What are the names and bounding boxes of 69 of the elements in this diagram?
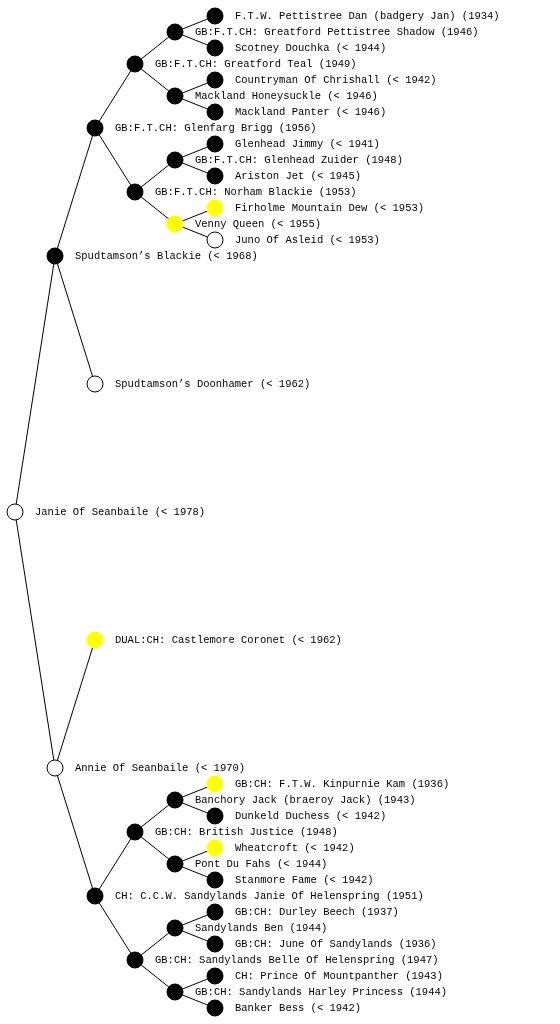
dog-name: Juno Of Asleid (< 1953) [235,234,380,246]
dog-name: F.T.W. Pettistree Dan (badgery Jan) (1934) [235,10,500,22]
dog-name: Wheatcroft (< 1942) [235,842,355,854]
dog-name: Scotney Douchka (< 1944) [235,42,387,54]
dog-name: Spudtamson’s Doonhamer (< 1962) [115,378,311,390]
dog-name: Dunkeld Duchess (< 1942) [235,810,387,822]
dog-name: DUAL:CH: Castlemore Coronet (< 1962) [115,634,342,646]
connector-line [98,902,132,954]
connector-line [181,850,209,862]
dog-name: Annie Of Seanbaile (< 1970) [75,762,246,774]
connector-line [140,836,170,860]
connector-line [56,775,94,889]
dog-name: GB:CH: F.T.W. Kinpurnie Kam (1936) [235,778,450,790]
dog-name: Ariston Jet (< 1945) [235,170,362,182]
dog-name: GB:CH: June Of Sandylands (1936) [235,938,437,950]
dog-name: GB:CH: Sandylands Harley Princess (1944) [195,986,448,998]
dog-name: GB:F.T.CH: Glenfarg Brigg (1956) [115,122,317,134]
connector-line [140,804,170,828]
connector-line [181,994,209,1006]
dog-name: GB:F.T.CH: Greatford Pettistree Shadow (1946) [195,26,479,38]
connector-line [181,82,209,94]
connector-line [98,838,132,890]
connector-line [181,98,209,110]
connector-line [140,68,170,92]
connector-line [181,162,209,174]
dog-name: CH: Prince Of Mountpanther (1943) [235,970,443,982]
connector-line [140,964,170,988]
dog-name: Banchory Jack (braeroy Jack) (1943) [195,794,416,806]
connector-line [140,196,170,220]
connector-line [181,802,209,814]
dog-name: Mackland Panter (< 1946) [235,106,387,118]
dog-name: Pont Du Fahs (< 1944) [195,858,328,870]
dog-name: Mackland Honeysuckle (< 1946) [195,90,378,102]
connector-line [181,866,209,878]
connector-line [181,914,209,926]
connector-line [140,36,170,60]
dog-name: GB:CH: Sandylands Belle Of Helenspring (1947) [155,954,439,966]
dog-name: Glenhead Jimmy (< 1941) [235,138,380,150]
connector-line [56,263,94,377]
dog-name: Spudtamson’s Blackie (< 1968) [75,250,258,262]
dog-name: Countryman Of Chrishall (< 1942) [235,74,437,86]
dog-name: Venny Queen (< 1955) [195,218,322,230]
connector-line [15,263,55,505]
connector-line [98,70,132,122]
connector-line [181,226,209,238]
dog-name: CH: C.C.W. Sandylands Janie Of Helenspring (1951) [115,890,424,902]
dog-name: GB:CH: Durley Beech (1937) [235,906,399,918]
dog-name: Sandylands Ben (1944) [195,922,328,934]
connector-line [181,786,209,798]
connector-line [181,210,209,222]
connector-line [15,519,55,761]
dog-name: GB:F.T.CH: Norham Blackie (1953) [155,186,357,198]
connector-line [181,930,209,942]
dog-name: GB:F.T.CH: Greatford Teal (1949) [155,58,357,70]
dog-name: Janie Of Seanbaile (< 1978) [35,506,206,518]
dog-name: GB:CH: British Justice (1948) [155,826,338,838]
connector-line [98,134,132,186]
dog-name: GB:F.T.CH: Glenhead Zuider (1948) [195,154,403,166]
dog-name: Firholme Mountain Dew (< 1953) [235,202,425,214]
connector-line [56,647,94,761]
connector-line [140,164,170,188]
connector-line [181,34,209,46]
dog-name: Banker Bess (< 1942) [235,1002,362,1014]
connector-line [181,18,209,30]
dog-name: Stanmore Fame (< 1942) [235,874,374,886]
connector-line [181,978,209,990]
connector-line [140,932,170,956]
connector-line [181,146,209,158]
connector-line [56,135,94,249]
